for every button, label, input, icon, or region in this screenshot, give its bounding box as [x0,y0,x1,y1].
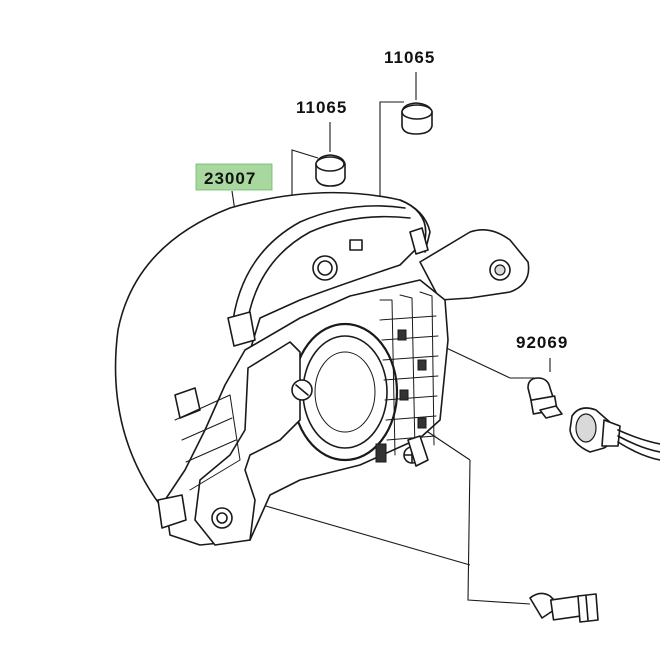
headlight-housing [114,191,530,546]
part-label-bulb-small[interactable]: 92069 [516,333,568,352]
part-label-housing[interactable]: 23007 [204,169,256,188]
part-label-cap-lower[interactable]: 11065 [296,98,347,117]
cap-upper-part [401,102,433,135]
cap-lower-part [315,154,346,187]
bulb-socket-part [569,407,660,461]
part-label-cap-upper[interactable]: 11065 [384,48,435,67]
housing-rib-pattern [379,291,439,456]
small-bulb-part [527,377,563,419]
main-bulb-part [529,592,599,623]
housing-label-highlight [195,163,273,191]
